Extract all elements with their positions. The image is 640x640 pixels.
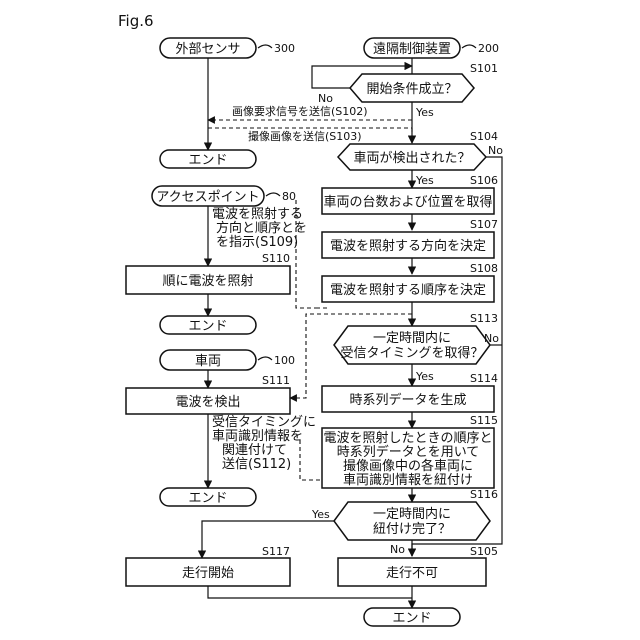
step-id-s110: S110: [262, 252, 290, 265]
process-s115-line-1: 電波を照射したときの順序と: [323, 430, 492, 446]
s104-no-label: No: [488, 144, 503, 157]
external-sensor-ref: 300: [274, 42, 295, 55]
step-id-s113: S113: [470, 312, 498, 325]
external-sensor-title: 外部センサ: [175, 42, 240, 57]
decision-s101-label: 開始条件成立？: [366, 81, 457, 97]
s104-yes-label: Yes: [415, 174, 434, 187]
step-id-s111: S111: [262, 374, 290, 387]
process-s107-label: 電波を照射する方向を決定: [330, 238, 486, 254]
step-id-s106: S106: [470, 174, 498, 187]
step-id-s108: S108: [470, 262, 498, 275]
step-id-s101: S101: [470, 62, 498, 75]
process-s110-label: 順に電波を照射: [162, 273, 253, 289]
ref-leader-100: [258, 357, 272, 360]
process-s115-line-3: 撮像画像中の各車両に: [343, 458, 473, 474]
vehicle-ref: 100: [274, 354, 295, 367]
ref-leader-300: [258, 45, 272, 48]
step-id-s117: S117: [262, 545, 290, 558]
step-id-s107: S107: [470, 218, 498, 231]
step-id-s116: S116: [470, 488, 498, 501]
process-s105-label: 走行不可: [386, 566, 438, 581]
s116-no-label: No: [390, 543, 405, 556]
remote-end: エンド: [392, 611, 431, 626]
remote-control-title: 遠隔制御装置: [373, 42, 451, 57]
decision-s104-label: 車両が検出された？: [353, 151, 470, 166]
process-s115-line-4: 車両識別情報を紐付け: [343, 473, 473, 488]
step-id-s105: S105: [470, 545, 498, 558]
vehicle-note-3: 関連付けて: [222, 443, 287, 458]
decision-s113-line-2: 受信タイミングを取得？: [340, 345, 483, 361]
decision-s116-line-2: 紐付け完了？: [373, 522, 451, 537]
vehicle-title: 車両: [195, 354, 221, 369]
s101-yes-label: Yes: [415, 106, 434, 119]
s113-yes-label: Yes: [415, 370, 434, 383]
access-point-ref: 80: [282, 190, 296, 203]
vehicle-end: エンド: [188, 491, 227, 506]
decision-s113-line-1: 一定時間内に: [373, 330, 451, 346]
decision-s116-line-1: 一定時間内に: [373, 506, 451, 522]
vehicle-note-4: 送信(S112): [222, 457, 291, 472]
process-s108-label: 電波を照射する順序を決定: [330, 282, 486, 298]
s116-yes-label: Yes: [311, 508, 330, 521]
step-id-s115: S115: [470, 414, 498, 427]
s117-to-end-line: [208, 586, 412, 598]
process-s117-label: 走行開始: [182, 566, 234, 581]
external-sensor-end: エンド: [188, 153, 227, 168]
vehicle-note-2: 車両識別情報を: [212, 429, 303, 444]
signal-s103-label: 撮像画像を送信(S103): [248, 129, 362, 143]
s101-no-label: No: [318, 92, 333, 105]
ref-leader-80: [266, 193, 280, 196]
access-point-note-3: を指示(S109): [216, 235, 298, 250]
remote-control-ref: 200: [478, 42, 499, 55]
process-s115-line-2: 時系列データとを用いて: [337, 444, 480, 460]
step-id-s104: S104: [470, 130, 498, 143]
access-point-end: エンド: [188, 319, 227, 334]
ref-leader-200: [462, 45, 476, 48]
step-id-s114: S114: [470, 372, 498, 385]
figure-label: Fig.6: [118, 12, 154, 30]
s113-no-label: No: [484, 332, 499, 345]
signal-s102-label: 画像要求信号を送信(S102): [232, 104, 368, 118]
access-point-note-1: 電波を照射する: [212, 206, 303, 222]
process-s106-label: 車両の台数および位置を取得: [323, 194, 492, 210]
access-point-note-2: 方向と順序とを: [216, 220, 307, 236]
vehicle-note-1: 受信タイミングに: [212, 415, 316, 430]
access-point-title: アクセスポイント: [156, 190, 259, 205]
process-s111-label: 電波を検出: [175, 395, 240, 410]
process-s114-label: 時系列データを生成: [349, 392, 466, 408]
